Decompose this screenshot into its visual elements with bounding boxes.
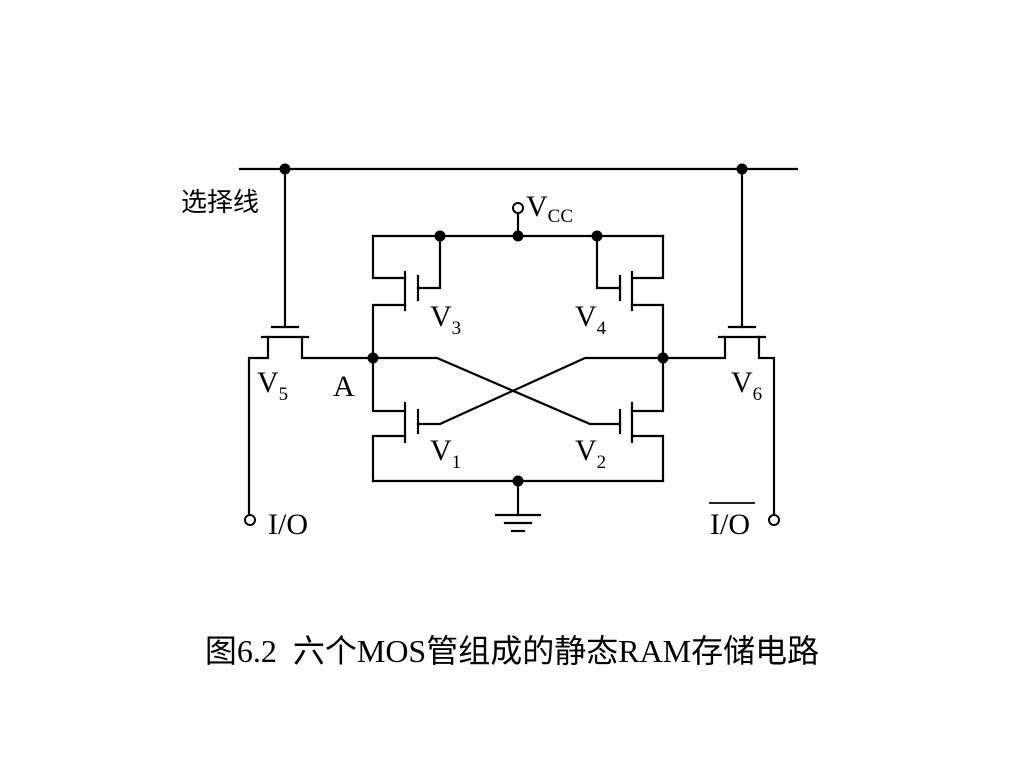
cross-coupling-wires — [371, 356, 665, 426]
io-bar-terminal — [768, 514, 780, 526]
io-label: I/O — [268, 508, 308, 541]
io-bar-label: I/O — [710, 508, 750, 541]
io-terminal — [244, 514, 256, 526]
node-a-label: A — [333, 370, 355, 403]
ground — [371, 479, 665, 533]
vcc-label: VCC — [526, 190, 573, 227]
transistor-v5 — [247, 325, 375, 519]
transistor-v3 — [371, 270, 420, 360]
v5-label: V5 — [257, 366, 288, 405]
junction-dots — [279, 163, 748, 487]
v1-label: V1 — [430, 434, 461, 473]
v3-label: V3 — [430, 300, 461, 339]
v6-label: V6 — [731, 366, 762, 405]
vcc-terminal — [512, 202, 524, 214]
transistor-v6 — [661, 325, 776, 519]
figure-caption: 图6.2 六个MOS管组成的静态RAM存储电路 — [205, 633, 819, 669]
transistor-v1 — [371, 356, 420, 483]
transistor-v2 — [618, 356, 665, 483]
select-line-label: 选择线 — [181, 188, 259, 217]
v2-label: V2 — [575, 434, 606, 473]
select-line — [238, 167, 799, 329]
v4-label: V4 — [575, 300, 607, 339]
transistor-v4 — [618, 270, 665, 360]
